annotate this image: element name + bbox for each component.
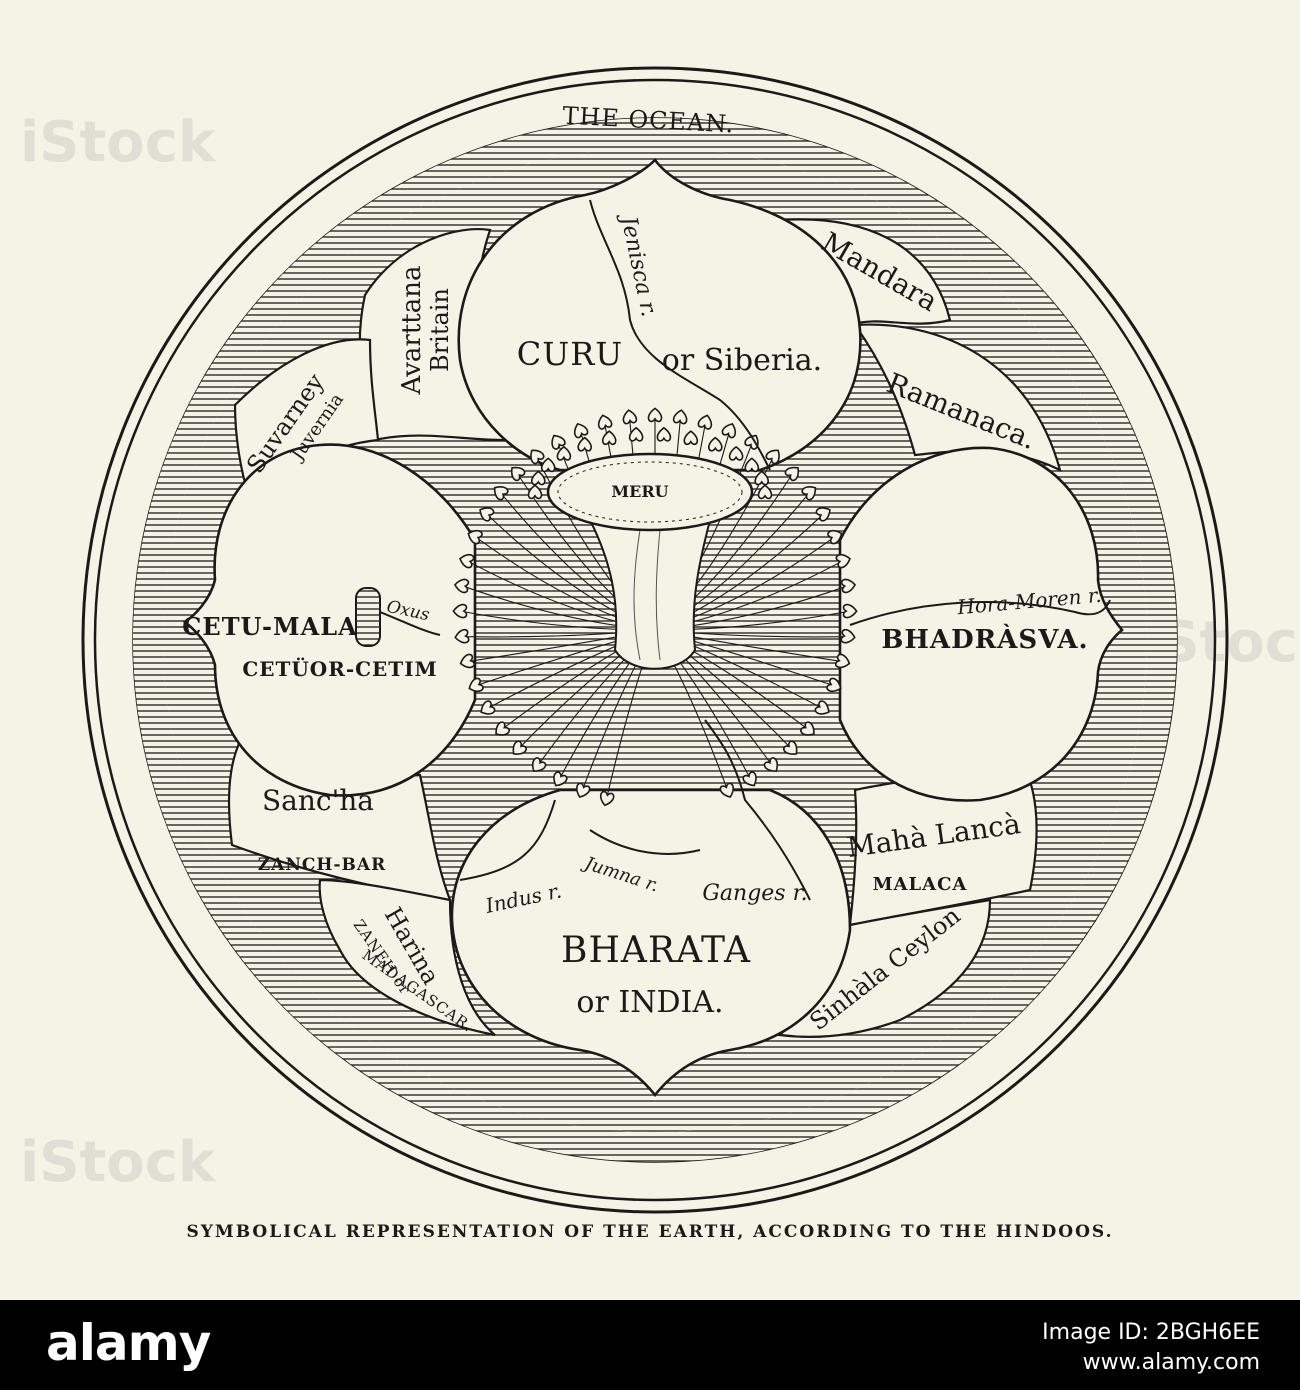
stamen-heart bbox=[576, 782, 591, 798]
stamen-heart bbox=[556, 445, 572, 461]
meru-top bbox=[546, 452, 754, 532]
stamen-heart bbox=[800, 721, 815, 736]
engraved-map: THE OCEAN. MERU CURU or Siberia. BHARATA… bbox=[81, 66, 1229, 1214]
stamen-heart bbox=[697, 414, 713, 430]
stamen-heart bbox=[600, 790, 615, 807]
stamen-heart bbox=[601, 430, 617, 446]
inner-ring bbox=[93, 78, 1217, 1202]
stamen-heart bbox=[577, 436, 592, 452]
malaca-label: MALACA bbox=[873, 874, 968, 895]
stamen-heart bbox=[493, 486, 509, 501]
alamy-logo: alamy bbox=[46, 1314, 211, 1372]
avarttana-label: Avarttana bbox=[397, 266, 427, 396]
stamen-heart bbox=[744, 457, 760, 473]
stamen-heart bbox=[459, 653, 475, 669]
stamen-heart bbox=[757, 484, 773, 500]
stamen-heart bbox=[840, 578, 857, 594]
stamen-heart bbox=[597, 414, 613, 430]
stamen-heart bbox=[783, 740, 798, 755]
river-hora-moren bbox=[849, 599, 1111, 626]
stamen-heart bbox=[647, 407, 663, 423]
stamen-heart bbox=[784, 466, 800, 482]
stamen-heart bbox=[495, 721, 510, 736]
petal-bharata bbox=[450, 788, 852, 1098]
ganges-river-label: Ganges r. bbox=[702, 881, 807, 906]
stamen-heart bbox=[540, 457, 556, 473]
cetu-alt-label: CETÜOR-CETIM bbox=[242, 656, 437, 681]
cetu-mala-label: CETU-MALA bbox=[182, 612, 357, 641]
stamen-heart bbox=[452, 603, 468, 619]
river-jenisca bbox=[589, 199, 771, 471]
stamen-heart bbox=[512, 740, 527, 755]
stamen-heart bbox=[573, 422, 589, 439]
stamen-heart bbox=[835, 653, 851, 669]
stamen-heart bbox=[814, 700, 830, 715]
footer-url-text: www.alamy.com bbox=[1082, 1350, 1260, 1375]
meru-center bbox=[452, 407, 858, 807]
stamen-heart bbox=[815, 507, 831, 522]
stamen-heart bbox=[765, 449, 780, 465]
stamen-heart bbox=[672, 409, 688, 425]
stamen-heart bbox=[453, 578, 470, 594]
image-id-text: Image ID: 2BGH6EE bbox=[1042, 1320, 1260, 1345]
figure-caption: SYMBOLICAL REPRESENTATION OF THE EARTH, … bbox=[186, 1222, 1114, 1242]
stamen-heart bbox=[842, 603, 858, 619]
oxus-lake bbox=[355, 587, 381, 647]
river-ganges bbox=[704, 719, 811, 901]
stamen-heart bbox=[827, 529, 843, 545]
stamen-heart bbox=[467, 529, 483, 545]
stamen-heart bbox=[683, 430, 699, 446]
curu-label: CURU bbox=[517, 335, 624, 373]
stamen-heart bbox=[728, 445, 744, 461]
great-petals bbox=[182, 158, 1124, 1098]
stamen-heart bbox=[801, 486, 817, 501]
stock-footer-bar: alamy Image ID: 2BGH6EE www.alamy.com bbox=[0, 1300, 1300, 1390]
stamen-heart bbox=[656, 426, 672, 442]
outer-ring bbox=[81, 66, 1229, 1214]
stamen-heart bbox=[551, 434, 566, 450]
stamen-heart bbox=[454, 629, 470, 644]
bhadrasva-label: BHADRÀSVA. bbox=[881, 623, 1088, 655]
stamen-heart bbox=[840, 629, 856, 644]
stamen-heart bbox=[628, 426, 644, 442]
britain-label: Britain bbox=[426, 288, 454, 372]
stamen-heart bbox=[527, 484, 543, 500]
stamen-heart bbox=[480, 700, 496, 715]
sancha-label: Sanc'ha bbox=[262, 784, 374, 817]
stamen-heart bbox=[763, 757, 779, 772]
stamen-heart bbox=[531, 757, 547, 772]
petal-bhadrasva bbox=[838, 446, 1124, 802]
meru-label: MERU bbox=[611, 482, 668, 501]
stamen-hearts bbox=[452, 407, 858, 807]
river-oxus bbox=[379, 611, 441, 636]
curu-alt-label: or Siberia. bbox=[662, 343, 822, 378]
petal-cetu-mala bbox=[182, 443, 477, 797]
stamen-heart bbox=[719, 782, 734, 798]
stamen-heart bbox=[468, 677, 484, 693]
stamen-heart bbox=[622, 409, 638, 425]
stamen-heart bbox=[721, 422, 737, 439]
river-jumna bbox=[589, 829, 701, 855]
petal-harina bbox=[318, 878, 496, 1037]
footer-credits: Image ID: 2BGH6EE www.alamy.com bbox=[1042, 1318, 1260, 1378]
stamen-heart bbox=[531, 470, 546, 486]
stamen-heart bbox=[826, 677, 842, 693]
stamen-heart bbox=[530, 449, 545, 465]
stamen-heart bbox=[742, 771, 757, 787]
stamen-heart bbox=[479, 507, 495, 522]
stamen-heart bbox=[553, 771, 568, 787]
petal-curu bbox=[457, 158, 862, 472]
zanchbar-label: ZANCH-BAR bbox=[258, 855, 386, 875]
bharata-label: BHARATA bbox=[561, 930, 751, 971]
bharata-alt-label: or INDIA. bbox=[576, 985, 723, 1020]
river-indus bbox=[459, 799, 556, 881]
stamen-heart bbox=[708, 436, 723, 452]
stamen-heart bbox=[754, 470, 769, 486]
stamen-heart bbox=[459, 553, 475, 569]
rivers bbox=[379, 199, 1111, 901]
meru-mountain bbox=[588, 519, 712, 670]
stamen-heart bbox=[510, 466, 526, 482]
stamen-heart bbox=[835, 553, 851, 569]
